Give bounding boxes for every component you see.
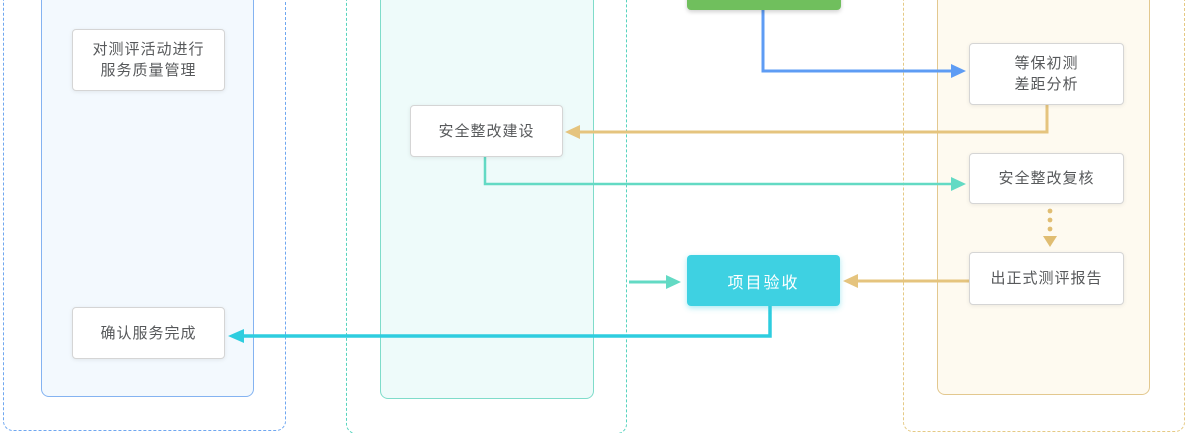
node-label-line: 对测评活动进行 (92, 41, 205, 58)
left-lane-dashed-border (3, 0, 286, 431)
project-acceptance-label: 项目验收 (727, 274, 800, 292)
node-label-line: 等保初测 (1014, 55, 1079, 72)
right-lane-dashed-border (903, 0, 1185, 432)
middle-lane-dashed-border (346, 0, 627, 433)
node-label: 安全整改建设 (438, 122, 535, 140)
node-label-line: 服务质量管理 (100, 62, 197, 79)
node-label: 确认服务完成 (100, 324, 197, 342)
node-label: 安全整改复核 (998, 170, 1095, 187)
node-rectification-review: 安全整改复核 (969, 153, 1124, 204)
node-formal-report: 出正式测评报告 (969, 252, 1124, 305)
middle-lane (380, 0, 594, 399)
node-label-line: 差距分析 (1014, 76, 1079, 93)
node-security-rectification: 安全整改建设 (410, 105, 563, 157)
node-confirm-complete: 确认服务完成 (72, 307, 225, 359)
node-label: 出正式测评报告 (990, 270, 1103, 287)
node-quality-management: 对测评活动进行 服务质量管理 (72, 29, 225, 91)
arrow-lane-to-acceptance (629, 275, 681, 289)
node-initial-assessment: 等保初测 差距分析 (969, 43, 1124, 105)
green-action-button[interactable] (687, 0, 841, 10)
project-acceptance-button[interactable]: 项目验收 (687, 255, 840, 306)
